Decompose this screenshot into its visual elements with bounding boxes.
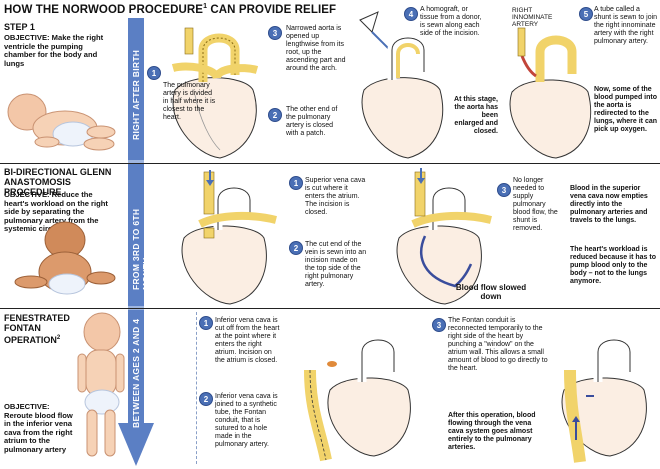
step2-item-1-text: Superior vena cava is cut where it enter… bbox=[305, 177, 366, 216]
step2-heading: BI-DIRECTIONAL GLENN ANASTOMOSIS PROCEDU… bbox=[4, 167, 112, 197]
title-end: CAN PROVIDE RELIEF bbox=[210, 3, 337, 16]
baby-infant-illustration bbox=[14, 221, 116, 295]
timeline-label-1: RIGHT AFTER BIRTH bbox=[131, 49, 141, 140]
step2-heart-diagram-2 bbox=[396, 168, 492, 305]
step2-badge-1: 1 bbox=[289, 176, 303, 190]
timeline-arrow-head bbox=[118, 423, 154, 466]
step3-item-3-text: The Fontan conduit is reconnected tempor… bbox=[448, 317, 548, 372]
step2-flow-label: Blood flow slowed down bbox=[455, 283, 527, 301]
row-separator-2 bbox=[0, 308, 660, 309]
step1-artery-label: RIGHT INNOMINATE ARTERY bbox=[512, 7, 553, 28]
step2-item-2-text: The cut end of the vein is sewn into an … bbox=[305, 241, 367, 288]
timeline-arrow-shaft bbox=[128, 18, 144, 428]
step2-note-2: The heart's workload is reduced because … bbox=[570, 246, 656, 285]
step1-item-1-text: The pulmonary artery is divided in half … bbox=[163, 82, 216, 121]
step3-badge-1: 1 bbox=[199, 316, 213, 330]
step2-badge-2: 2 bbox=[289, 241, 303, 255]
timeline-label-2: FROM 3RD TO 6TH MONTH bbox=[131, 208, 151, 290]
page-title: HOW THE NORWOOD PROCEDURE1 CAN PROVIDE R… bbox=[4, 3, 336, 16]
timeline-label-3: BETWEEN AGES 2 AND 4 bbox=[131, 318, 141, 428]
baby-newborn-illustration bbox=[7, 93, 116, 151]
step1-badge-3: 3 bbox=[268, 26, 282, 40]
step1-item-2-text: The other end of the pulmonary artery is… bbox=[286, 106, 338, 137]
title-main: HOW THE NORWOOD PROCEDURE bbox=[4, 3, 204, 16]
step3-final-note: After this operation, blood flowing thro… bbox=[448, 412, 536, 451]
row-separator-1 bbox=[0, 163, 660, 164]
step1-heart-diagram-2 bbox=[359, 11, 444, 159]
step2-heart-diagram-1 bbox=[181, 170, 277, 305]
step1-heading: STEP 1 bbox=[4, 22, 35, 32]
step3-item-1-text: Inferior vena cava is cut off from the h… bbox=[215, 317, 280, 364]
step3-heading-superscript: 2 bbox=[56, 335, 61, 341]
step3-badge-2: 2 bbox=[199, 392, 213, 406]
step3-heart-diagram-2 bbox=[561, 335, 647, 463]
step1-heart-diagram-1 bbox=[171, 27, 259, 159]
step1-item-3-text: Narrowed aorta is opened up lengthwise f… bbox=[286, 25, 346, 72]
step3-heart-diagram-1 bbox=[304, 335, 411, 462]
step2-badge-3: 3 bbox=[497, 183, 511, 197]
step1-item-5-text: A tube called a shunt is sewn to join th… bbox=[594, 6, 658, 45]
step3-heading: FENESTRATED FONTAN OPERATION2 bbox=[4, 313, 74, 345]
step2-objective: OBJECTIVE: Reduce the heart's workload o… bbox=[4, 190, 108, 234]
step1-item-4-text: A homograft, or tissue from a donor, is … bbox=[420, 6, 482, 37]
step1-badge-5: 5 bbox=[579, 7, 593, 21]
baby-toddler-illustration bbox=[77, 312, 125, 457]
step3-column-divider bbox=[196, 312, 198, 464]
step2-note-1: Blood in the superior vena cava now empt… bbox=[570, 185, 648, 224]
step1-heart-diagram-3 bbox=[509, 27, 592, 159]
step3-item-2-text: Inferior vena cava is joined to a synthe… bbox=[215, 393, 278, 448]
step1-badge-1: 1 bbox=[147, 66, 161, 80]
timeline-break-1 bbox=[128, 160, 144, 164]
step1-objective: OBJECTIVE: Make the right ventricle the … bbox=[4, 33, 104, 68]
step1-badge-4: 4 bbox=[404, 7, 418, 21]
step1-stage-note: At this stage, the aorta has been enlarg… bbox=[454, 96, 498, 135]
step1-final-note: Now, some of the blood pumped into the a… bbox=[594, 86, 658, 133]
step1-badge-2: 2 bbox=[268, 108, 282, 122]
step3-badge-3: 3 bbox=[432, 318, 446, 332]
step2-item-3-text: No longer needed to supply pulmonary blo… bbox=[513, 177, 558, 232]
step3-objective: OBJECTIVE: Reroute blood flow in the inf… bbox=[4, 402, 73, 454]
title-superscript: 1 bbox=[203, 3, 208, 10]
step3-heading-text: FENESTRATED FONTAN OPERATION bbox=[4, 313, 70, 345]
